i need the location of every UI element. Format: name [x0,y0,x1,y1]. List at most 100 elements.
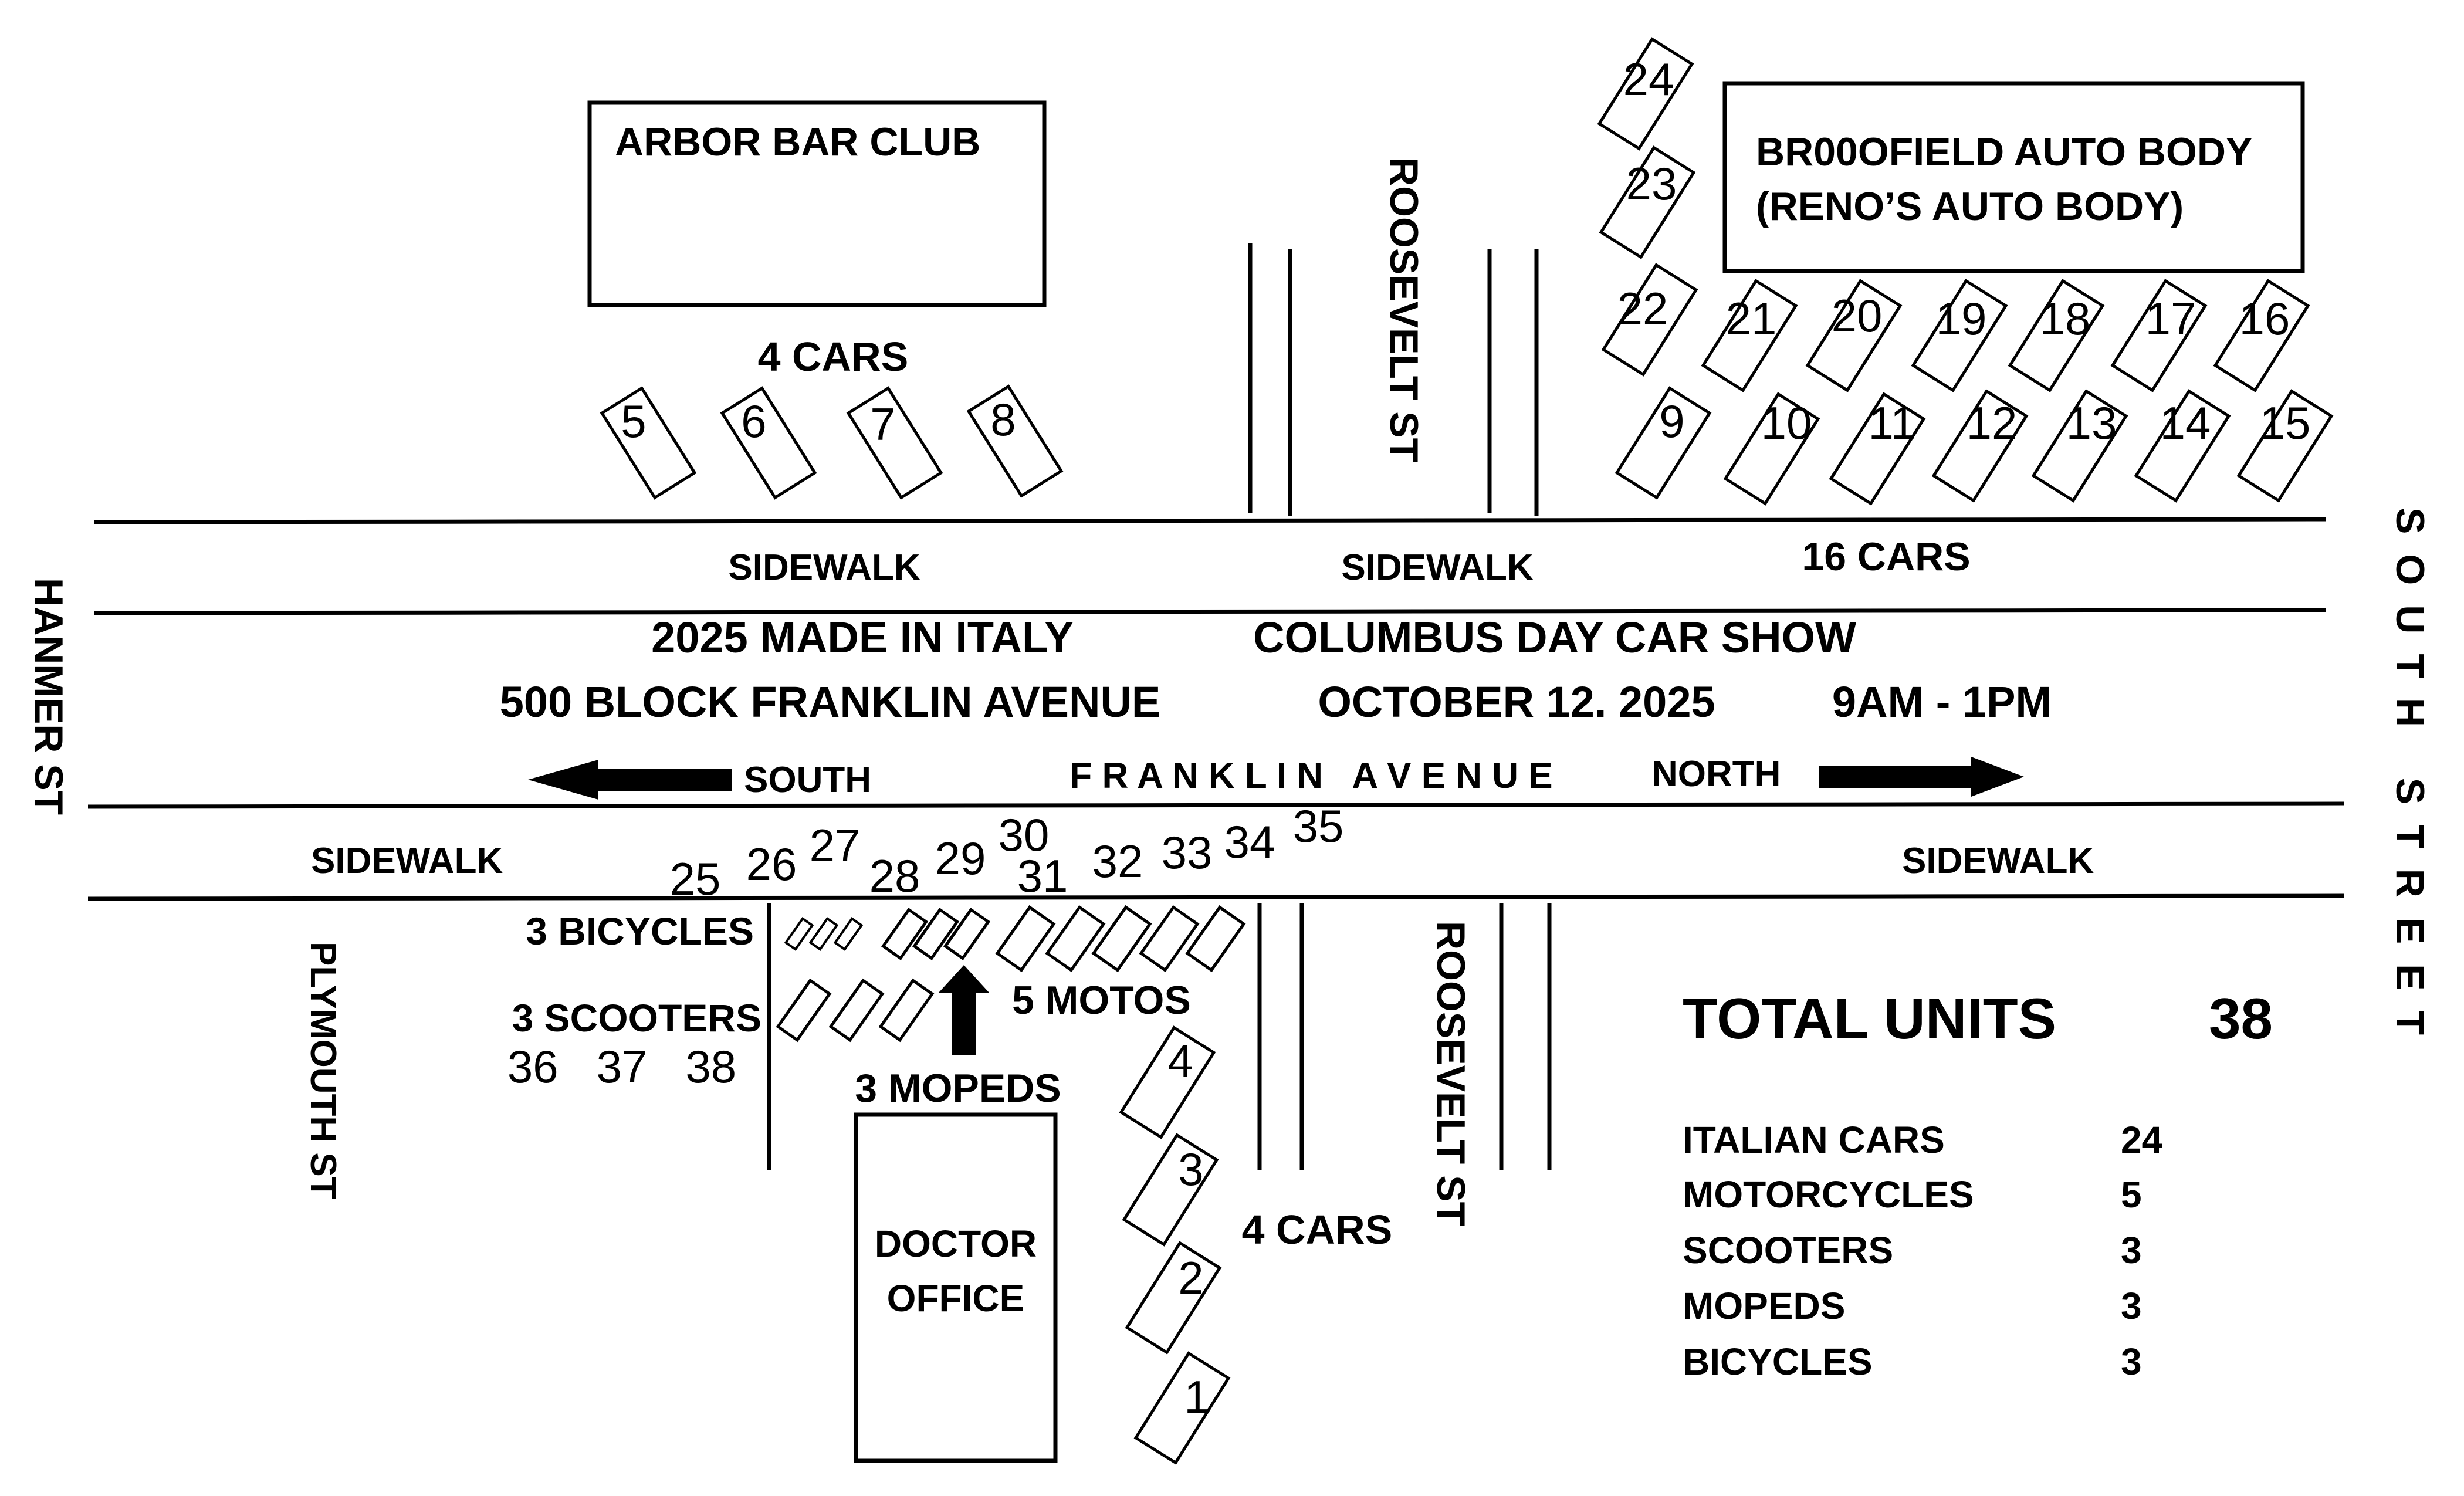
bicycle-spot-2 [808,916,839,952]
scooter-numbers: 36 37 38 [507,1041,736,1092]
car-spot-8: 8 [966,384,1064,498]
sidewalk-top-left-label: SIDEWALK [728,547,920,588]
svg-text:13: 13 [2066,397,2117,449]
svg-text:11: 11 [1869,397,1916,449]
car-spot-4: 4 [1119,1025,1216,1139]
south-sidewalk-outer-line [87,893,2344,901]
svg-text:8: 8 [990,394,1016,445]
hanmer-st-label: HANMER ST [26,578,71,815]
car-spot-1: 1 [1133,1351,1231,1465]
roosevelt-top-label: ROOSEVELT ST [1382,157,1426,462]
svg-text:2: 2 [1178,1252,1203,1304]
car-spot-16: 16 [2213,279,2310,392]
north-arrow-icon [1819,757,2024,797]
svg-text:1: 1 [1184,1371,1209,1423]
totals-row-label: SCOOTERS [1683,1229,1893,1271]
car-spot-5: 5 [600,386,697,500]
car-spot-18: 18 [2008,279,2105,392]
bicycle-spot-3 [833,916,864,952]
franklin-avenue-label: F R A N K L I N A V E N U E [1069,756,1552,796]
svg-text:23: 23 [1626,158,1677,209]
totals-row-value: 3 [2121,1229,2142,1271]
car-spot-23: 23 [1599,145,1696,259]
spot-number-30: 30 [999,809,1050,861]
totals-panel: TOTAL UNITS 38 ITALIAN CARS 24 MOTORCYCL… [1683,986,2273,1383]
svg-text:4: 4 [1167,1035,1193,1087]
sidewalk-bottom-right-label: SIDEWALK [1902,841,2094,881]
spot-number-31: 31 [1017,850,1068,902]
moto-spot-4 [1139,905,1200,973]
svg-text:19: 19 [1936,293,1987,344]
mopeds-arrow-icon [939,965,989,1055]
motorcycle-spots [995,905,1246,973]
arbor-bar-club-building [587,100,1047,307]
car-spot-3: 3 [1122,1133,1219,1247]
renos-label: (RENO’S AUTO BODY) [1756,184,2184,229]
spot-number-25: 25 [670,853,721,905]
event-date: OCTOBER 12. 2025 [1318,678,1715,726]
totals-row-label: ITALIAN CARS [1683,1119,1945,1161]
svg-text:24: 24 [1623,53,1674,105]
event-time: 9AM - 1PM [1832,678,2052,726]
moped-spots [881,908,991,960]
north-sidewalk-curb-line [93,608,2327,615]
event-title-left: 2025 MADE IN ITALY [651,613,1074,662]
svg-text:9: 9 [1659,395,1684,447]
moped-spot-1 [881,908,929,960]
spot-number-28: 28 [869,850,920,902]
moto-spot-5 [1185,905,1246,973]
car-spot-12: 12 [1931,389,2029,503]
svg-text:21: 21 [1726,293,1777,344]
plymouth-st-label: PLYMOUTH ST [303,942,343,1199]
totals-row-label: BICYCLES [1683,1341,1873,1383]
bicycle-spot-1 [784,916,814,952]
svg-text:22: 22 [1617,283,1668,334]
total-units-value: 38 [2209,986,2273,1051]
svg-text:20: 20 [1832,290,1883,341]
doctor-office-building [854,1112,1058,1463]
svg-text:17: 17 [2145,293,2196,344]
car-spot-6: 6 [720,386,817,500]
spot-number-35: 35 [1293,800,1344,852]
svg-text:5: 5 [621,395,646,447]
spot-number-33: 33 [1162,827,1213,878]
scooter-spots [776,978,935,1043]
south-direction-label: SOUTH [744,760,871,800]
svg-text:14: 14 [2160,397,2211,449]
totals-row-value: 24 [2121,1119,2163,1161]
spot-number-32: 32 [1092,835,1143,887]
totals-row-value: 3 [2121,1285,2142,1327]
totals-row-label: MOPEDS [1683,1285,1845,1327]
svg-text:18: 18 [2040,293,2091,344]
car-spot-9: 9 [1615,386,1712,500]
car-spot-13: 13 [2031,389,2128,503]
bicycle-spots [784,916,864,952]
totals-row-value: 5 [2121,1173,2142,1216]
bicycles-label: 3 BICYCLES [526,909,754,953]
spot-number-27: 27 [810,820,861,871]
moped-spot-3 [943,908,991,960]
scooters-label: 3 SCOOTERS [512,996,761,1040]
south-street-label: SOUTH STREET [2388,507,2432,1055]
scooter-spot-38 [878,978,935,1043]
car-spot-2: 2 [1125,1241,1222,1355]
bottom-cars-label: 4 CARS [1242,1207,1393,1253]
svg-text:3: 3 [1178,1143,1203,1195]
svg-text:15: 15 [2260,397,2311,449]
car-spot-21: 21 [1701,279,1798,392]
car-spot-24: 24 [1597,37,1694,151]
brookfield-auto-body-building [1722,81,2305,273]
svg-text:6: 6 [741,395,766,447]
car-spot-14: 14 [2134,389,2231,503]
car-spot-10: 10 [1723,392,1820,506]
svg-text:12: 12 [1967,397,2018,449]
totals-row-label: MOTORCYCLES [1683,1173,1974,1216]
north-direction-label: NORTH [1651,754,1781,794]
car-spot-22: 22 [1601,263,1698,377]
spot-number-34: 34 [1224,816,1275,868]
south-arrow-icon [528,760,732,800]
svg-text:7: 7 [870,398,895,450]
office-label: OFFICE [887,1277,1025,1319]
moto-spot-3 [1091,905,1152,973]
svg-text:16: 16 [2239,293,2290,344]
